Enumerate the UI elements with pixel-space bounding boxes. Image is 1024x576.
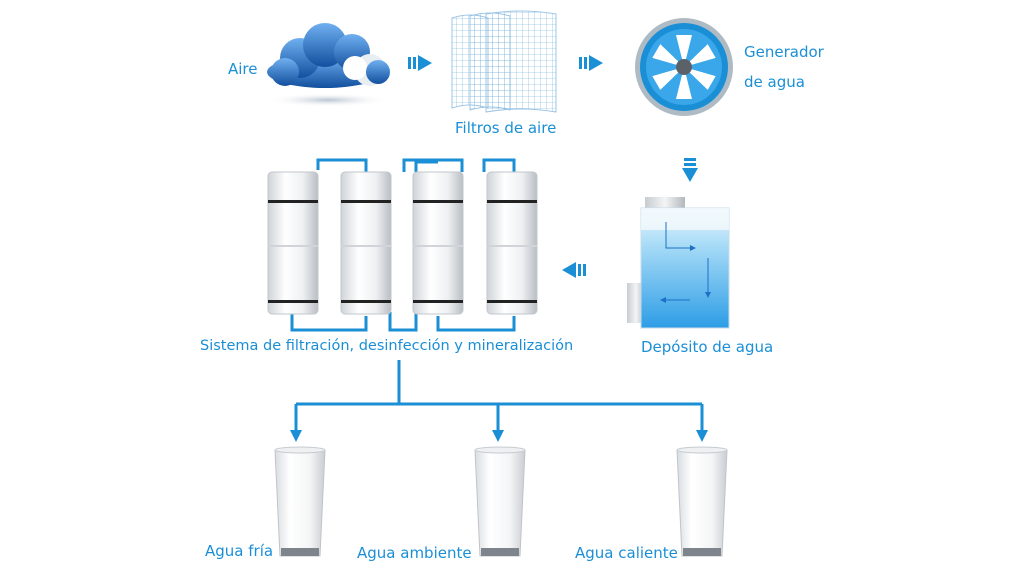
cold-water-label: Agua fría xyxy=(205,542,274,560)
air-label: Aire xyxy=(228,60,258,78)
glass-icon xyxy=(274,446,326,557)
filter-pipes xyxy=(290,158,516,332)
filter-cartridge xyxy=(412,171,464,315)
air-filter-icon xyxy=(451,10,557,113)
water-generator-label-line2: de agua xyxy=(744,73,805,91)
filtration-system-label: Sistema de filtración, desinfección y mi… xyxy=(200,338,574,354)
filter-cartridge xyxy=(267,171,319,315)
arrow-right-icon xyxy=(408,55,432,71)
glass-icon xyxy=(474,446,526,557)
arrow-down-icon xyxy=(682,158,698,182)
filter-cartridge xyxy=(486,171,538,315)
arrow-right-icon xyxy=(579,55,603,71)
filter-cartridge xyxy=(340,171,392,315)
distribution-pipes xyxy=(294,360,704,432)
arrow-down-icon xyxy=(290,430,708,442)
cloud-icon xyxy=(266,23,390,107)
water-tank-icon xyxy=(627,197,730,329)
fan-icon xyxy=(635,18,733,116)
hot-water-label: Agua caliente xyxy=(575,544,678,562)
room-water-label: Agua ambiente xyxy=(357,544,472,562)
water-tank-label: Depósito de agua xyxy=(641,338,774,356)
glass-icon xyxy=(676,446,728,557)
arrow-left-icon xyxy=(562,262,586,278)
water-generator-label-line1: Generador xyxy=(744,43,824,61)
air-filters-label: Filtros de aire xyxy=(455,119,557,137)
